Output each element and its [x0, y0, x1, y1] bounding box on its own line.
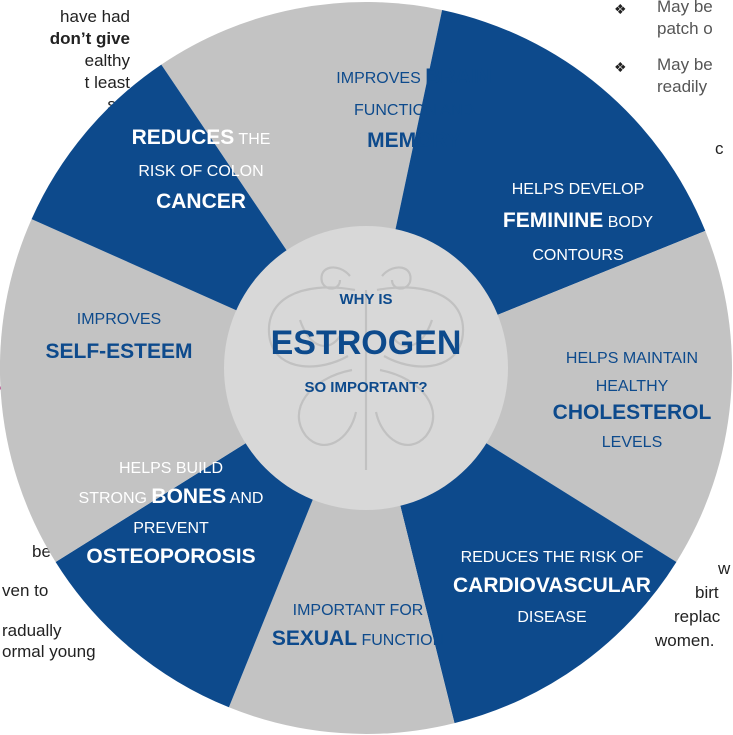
- right-top-line: readily: [657, 77, 708, 96]
- regular-text: CONTOURS: [532, 247, 623, 264]
- label-line: HELPS MAINTAIN: [566, 350, 698, 367]
- right-bottom-line: birt: [695, 583, 719, 602]
- right-bottom-line: w: [718, 559, 731, 578]
- emphasis-text: CARDIOVASCULAR: [453, 574, 651, 597]
- regular-text: LEVELS: [602, 434, 662, 451]
- label-line: LEVELS: [602, 434, 662, 451]
- right-top-line: patch o: [657, 19, 713, 38]
- label-cholesterol: HELPS MAINTAIN HEALTHY CHOLESTEROL LEVELS: [553, 350, 712, 451]
- emphasis-text: FEMININE: [503, 209, 603, 232]
- segment-cholesterol: [366, 230, 732, 562]
- right-bottom-line: women.: [655, 631, 715, 650]
- emphasis-text: BONES: [151, 485, 226, 508]
- label-sexual: IMPORTANT FOR SEXUAL FUNCTION: [272, 602, 444, 650]
- regular-text: FUNCTION AND: [354, 102, 474, 119]
- center-hub: WHY IS ESTROGEN SO IMPORTANT?: [224, 226, 508, 510]
- right-bottom-line: replac: [674, 607, 721, 626]
- label-self-esteem: IMPROVES SELF-ESTEEM: [45, 311, 192, 363]
- label-line: CHOLESTEROL: [553, 401, 712, 424]
- label-line: REDUCES THE: [132, 126, 271, 149]
- label-line: RISK OF COLON: [138, 163, 263, 180]
- right-top-line: May be: [657, 55, 713, 74]
- label-line: MEMORY: [367, 129, 461, 152]
- left-top-line: t least: [84, 73, 130, 92]
- left-bottom-line: ormal young: [2, 642, 96, 661]
- right-fragment: c: [715, 139, 724, 158]
- label-line: FEMININE BODY: [503, 209, 653, 232]
- label-line: HEALTHY: [596, 378, 669, 395]
- regular-text: DISEASE: [517, 609, 586, 626]
- center-line-3: SO IMPORTANT?: [304, 379, 427, 396]
- label-line: HELPS DEVELOP: [512, 181, 645, 198]
- emphasis-text: BRAIN: [425, 65, 492, 88]
- label-line: SELF-ESTEEM: [45, 340, 192, 363]
- label-cardio: REDUCES THE RISK OF CARDIOVASCULAR DISEASE: [453, 549, 651, 626]
- regular-text: IMPROVES: [336, 70, 425, 87]
- regular-text: REDUCES THE RISK OF: [461, 549, 644, 566]
- emphasis-text: SELF-ESTEEM: [45, 340, 192, 363]
- emphasis-text: SEXUAL: [272, 627, 357, 650]
- emphasis-text: CHOLESTEROL: [553, 401, 712, 424]
- label-colon: REDUCES THE RISK OF COLON CANCER: [132, 126, 271, 213]
- label-line: IMPROVES: [77, 311, 161, 328]
- regular-text: HELPS MAINTAIN: [566, 350, 698, 367]
- emphasis-text: REDUCES: [132, 126, 235, 149]
- left-bottom-line: ven to: [2, 581, 49, 600]
- regular-text: FUNCTION: [357, 632, 444, 649]
- left-top-line: ealthy: [84, 51, 130, 70]
- label-feminine: HELPS DEVELOP FEMININE BODY CONTOURS: [503, 181, 653, 264]
- regular-text: AND: [226, 490, 263, 507]
- regular-text: HELPS BUILD: [119, 460, 223, 477]
- segment-self-esteem: [0, 219, 366, 562]
- label-line: CANCER: [156, 190, 246, 213]
- label-line: DISEASE: [517, 609, 586, 626]
- label-line: CARDIOVASCULAR: [453, 574, 651, 597]
- emphasis-text: OSTEOPOROSIS: [86, 545, 255, 568]
- emphasis-text: CANCER: [156, 190, 246, 213]
- regular-text: IMPROVES: [77, 311, 161, 328]
- emphasis-text: MEMORY: [367, 129, 461, 152]
- label-line: SEXUAL FUNCTION: [272, 627, 444, 650]
- left-bottom-line: be: [32, 542, 51, 561]
- label-line: OSTEOPOROSIS: [86, 545, 255, 568]
- left-top-line: have had: [60, 7, 130, 26]
- label-bones: HELPS BUILD STRONG BONES AND PREVENT OSTEOP…: [79, 460, 264, 568]
- regular-text: STRONG: [79, 490, 152, 507]
- label-line: HELPS BUILD: [119, 460, 223, 477]
- bullet-icon: ❖: [614, 1, 627, 17]
- label-line: IMPORTANT FOR: [293, 602, 424, 619]
- regular-text: HELPS DEVELOP: [512, 181, 645, 198]
- label-line: IMPROVES BRAIN: [336, 65, 491, 88]
- label-line: FUNCTION AND: [354, 102, 474, 119]
- center-title: ESTROGEN: [271, 324, 462, 362]
- right-top-line: May be: [657, 0, 713, 16]
- label-brain: IMPROVES BRAIN FUNCTION AND MEMORY: [336, 65, 491, 152]
- regular-text: RISK OF COLON: [138, 163, 263, 180]
- label-line: REDUCES THE RISK OF: [461, 549, 644, 566]
- label-line: CONTOURS: [532, 247, 623, 264]
- label-line: PREVENT: [133, 520, 209, 537]
- regular-text: THE: [234, 131, 270, 148]
- segment-sexual: [228, 368, 455, 734]
- regular-text: HEALTHY: [596, 378, 669, 395]
- regular-text: PREVENT: [133, 520, 209, 537]
- regular-text: IMPORTANT FOR: [293, 602, 424, 619]
- bullet-icon: ❖: [614, 59, 627, 75]
- center-line-1: WHY IS: [339, 291, 392, 308]
- label-line: STRONG BONES AND: [79, 485, 264, 508]
- left-bottom-line: radually: [2, 621, 62, 640]
- left-top-line: don’t give: [49, 29, 130, 48]
- wheel-labels: IMPROVES BRAIN FUNCTION AND MEMORY HELPS DE…: [45, 65, 711, 650]
- butterfly-watermark-icon: [267, 266, 465, 470]
- regular-text: BODY: [603, 214, 653, 231]
